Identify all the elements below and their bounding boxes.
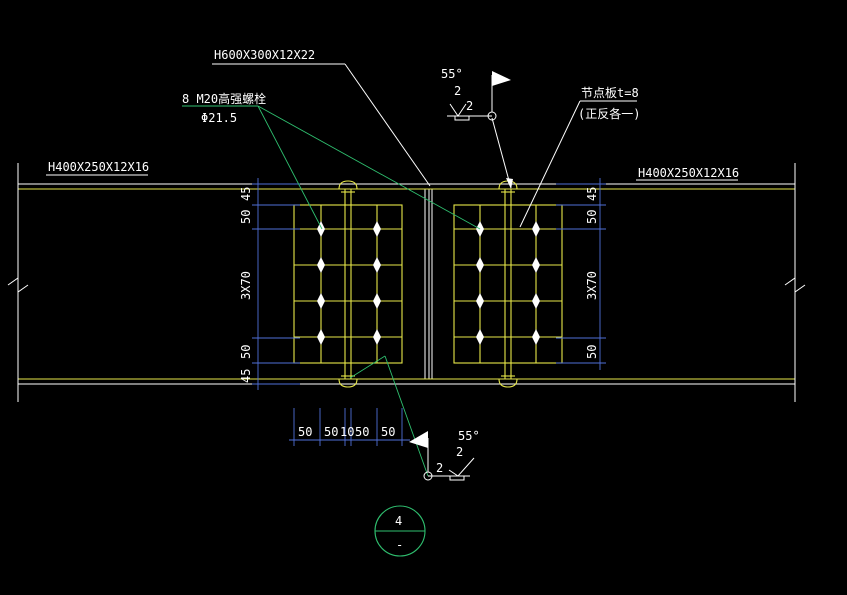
right-break-symbol — [784, 277, 806, 293]
dim-bottom-50-b: 50 — [324, 425, 338, 439]
right-beam-label: H400X250X12X16 — [638, 166, 739, 180]
weld-top-size-b: 2 — [466, 99, 473, 113]
beam-flanges — [17, 163, 796, 402]
bolt-hole — [373, 329, 381, 345]
dim-right-50-top: 50 — [585, 210, 599, 224]
dim-bottom-50-a: 50 — [298, 425, 312, 439]
bolt-hole — [476, 257, 484, 273]
node-plate-note: (正反各一) — [578, 106, 640, 121]
weld-bottom-size-a: 2 — [456, 445, 463, 459]
dim-left-45-bottom: 45 — [239, 369, 253, 383]
dim-left-50-bottom: 50 — [239, 345, 253, 359]
bolt-hole — [532, 329, 540, 345]
bottom-dimension-texts: 50 50 10 50 50 — [298, 425, 395, 439]
bolt-hole — [532, 221, 540, 237]
weld-bottom-size-b: 2 — [436, 461, 443, 475]
dim-right-50-bottom: 50 — [585, 345, 599, 359]
left-beam-label: H400X250X12X16 — [48, 160, 149, 174]
bolt-spec-label: 8 M20高强螺栓 — [182, 91, 266, 106]
right-dimension-texts: 45 50 3X70 50 — [585, 187, 599, 359]
left-dimension-texts: 45 50 3X70 50 45 — [239, 187, 253, 383]
bolt-holes — [317, 221, 540, 345]
bolt-hole — [476, 329, 484, 345]
right-splice-plate — [453, 180, 563, 388]
bolt-hole — [317, 221, 325, 237]
bolt-hole — [476, 293, 484, 309]
bottom-dimension-lines — [289, 408, 410, 446]
dim-right-3x70: 3X70 — [585, 271, 599, 300]
bolt-hole — [317, 293, 325, 309]
right-dimension-lines — [556, 178, 606, 370]
dim-bottom-50-d: 50 — [381, 425, 395, 439]
weld-symbol-bottom: 55° 2 2 — [409, 429, 480, 481]
center-column — [344, 188, 515, 380]
detail-number: 4 — [395, 514, 402, 528]
bolt-hole — [373, 221, 381, 237]
dim-bottom-10: 10 — [340, 425, 354, 439]
dim-left-50-top: 50 — [239, 210, 253, 224]
bolt-hole — [532, 293, 540, 309]
dim-left-3x70: 3X70 — [239, 271, 253, 300]
bolt-hole — [373, 257, 381, 273]
detail-sheet: - — [396, 538, 403, 552]
leader-lines — [46, 63, 738, 477]
dim-left-45-top: 45 — [239, 187, 253, 201]
bolt-grid — [294, 205, 562, 363]
bolt-hole — [532, 257, 540, 273]
detail-symbol: 4 - — [374, 505, 426, 557]
bolt-hole — [373, 293, 381, 309]
weld-top-size-a: 2 — [454, 84, 461, 98]
weld-top-angle: 55° — [441, 67, 463, 81]
left-break-symbol — [7, 277, 29, 293]
center-section-label: H600X300X12X22 — [214, 48, 315, 62]
left-splice-plate — [293, 180, 403, 388]
bolt-hole — [317, 329, 325, 345]
dim-bottom-50-c: 50 — [355, 425, 369, 439]
weld-bottom-angle: 55° — [458, 429, 480, 443]
weld-symbol-top: 55° 2 2 — [441, 67, 511, 121]
left-dimension-lines — [252, 178, 300, 390]
bolt-hole — [317, 257, 325, 273]
node-plate-label: 节点板t=8 — [581, 86, 639, 100]
dim-right-45-top: 45 — [585, 187, 599, 201]
bolt-hole-label: Φ21.5 — [201, 111, 237, 125]
